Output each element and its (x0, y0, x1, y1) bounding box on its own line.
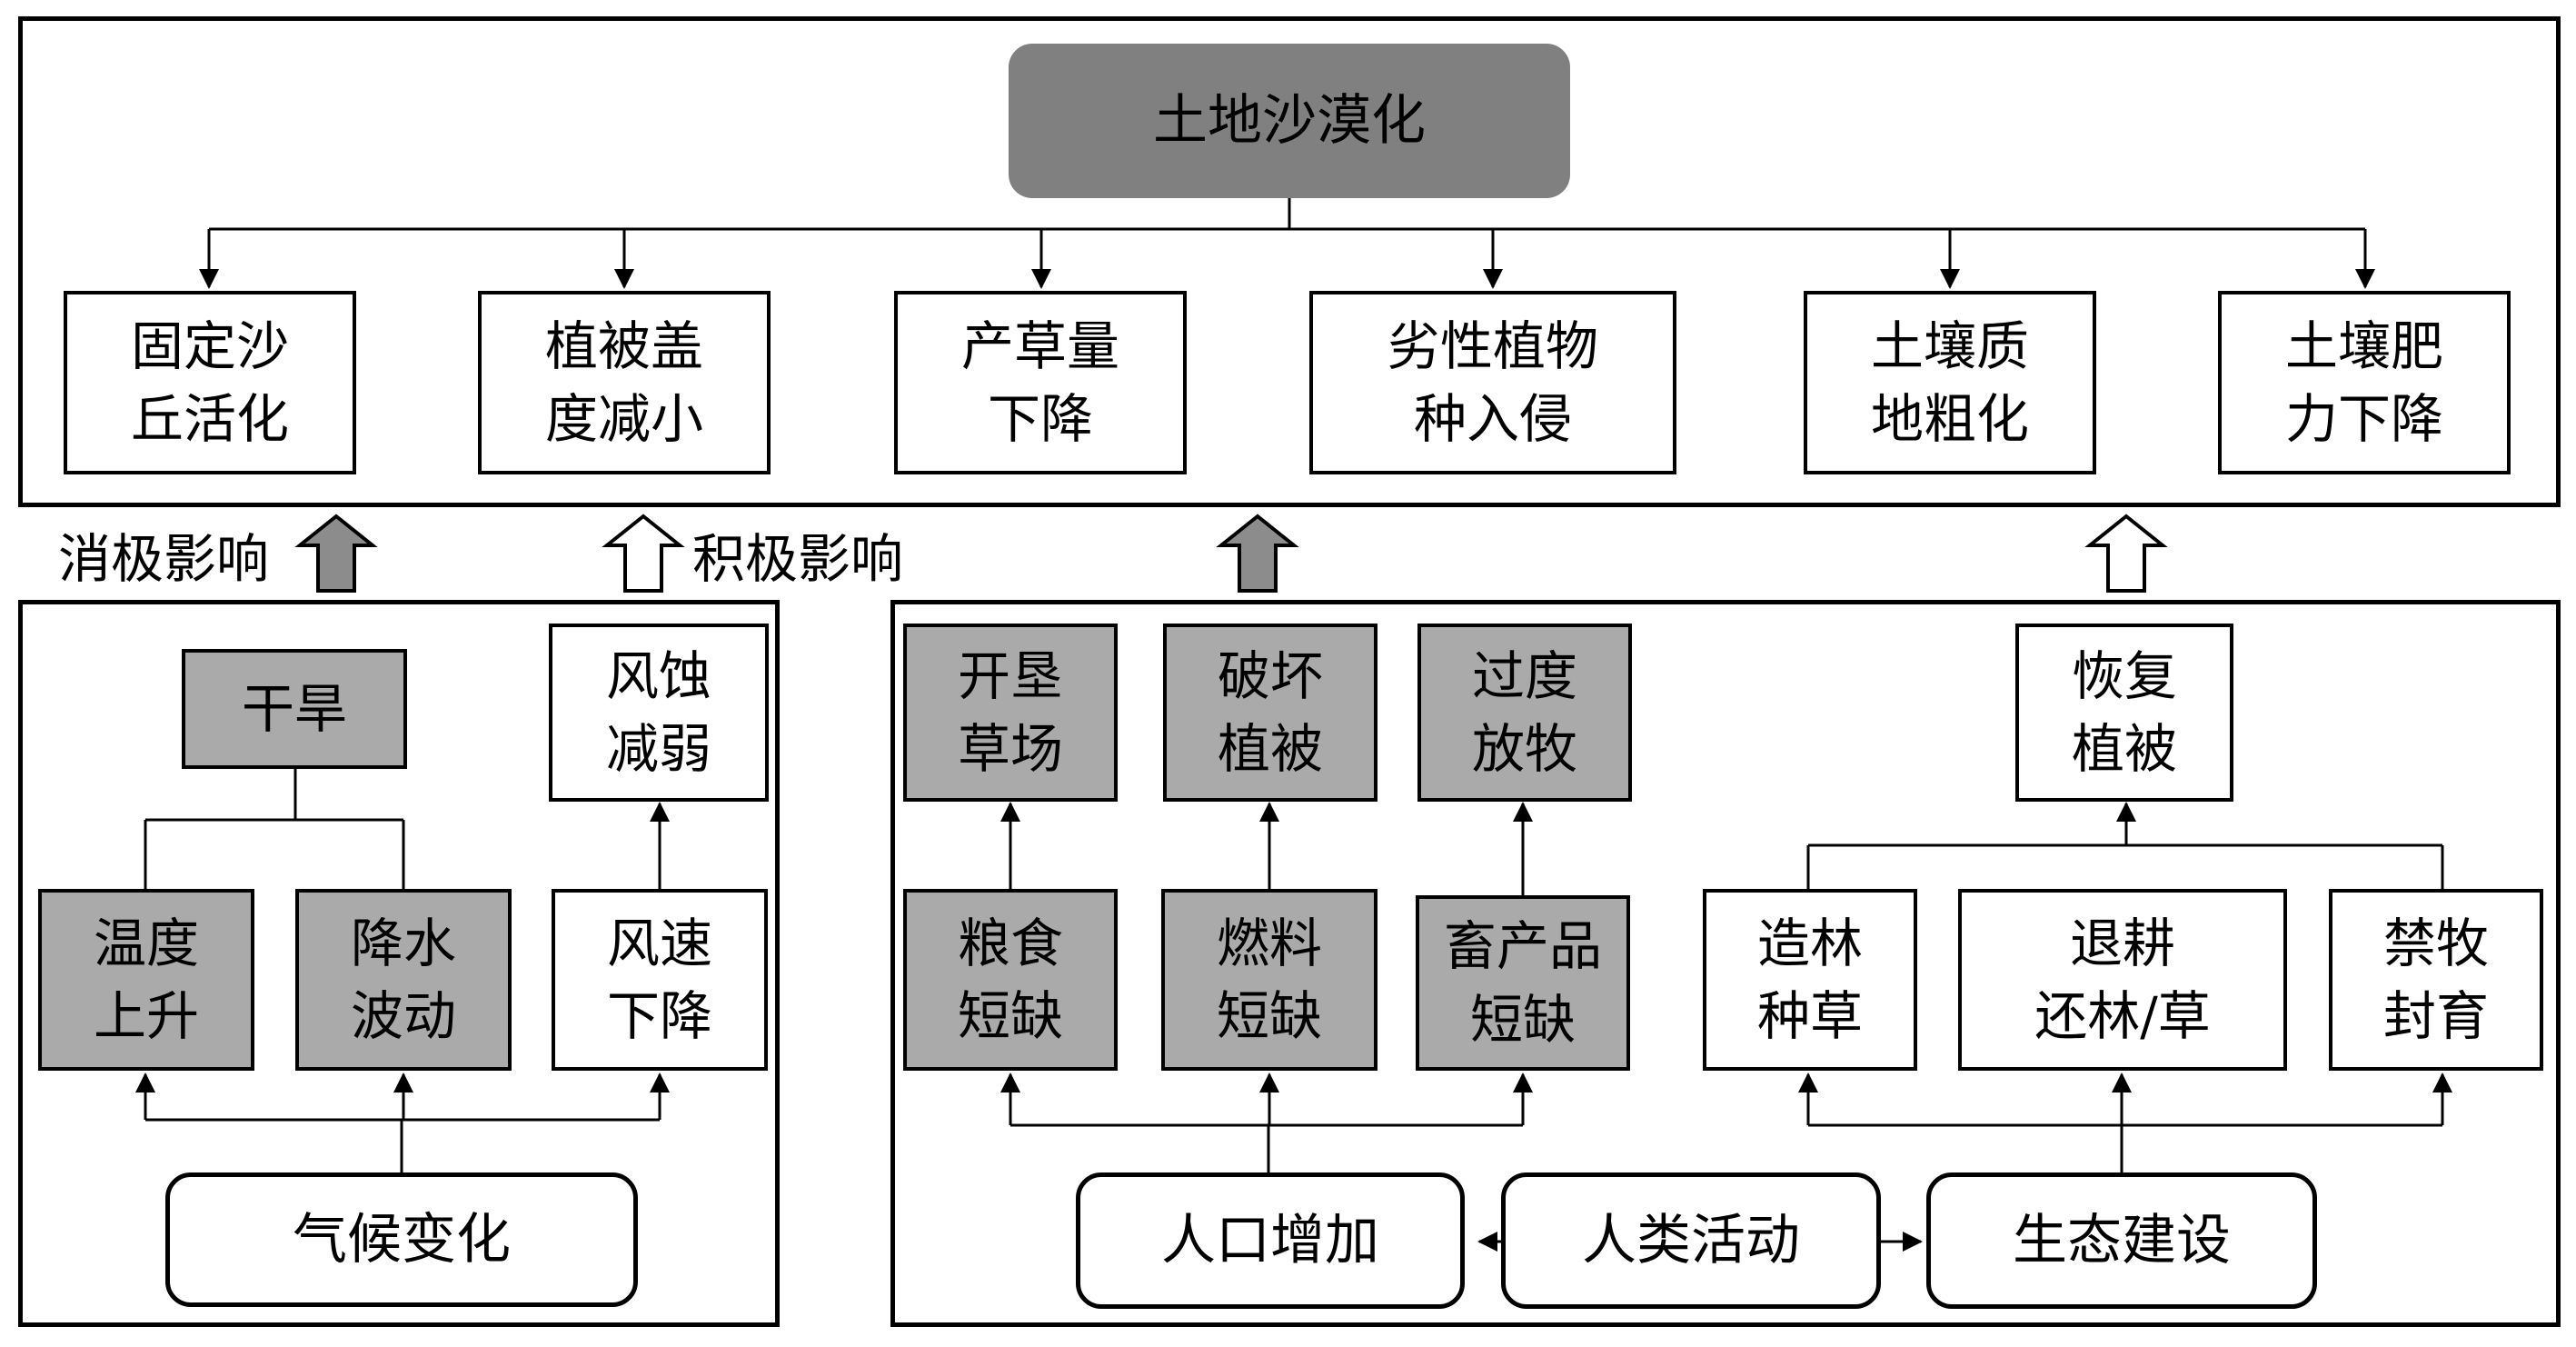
wind-erosion-box: 风蚀 减弱 (549, 624, 769, 802)
impact-soil-fertility: 土壤肥 力下降 (2218, 291, 2511, 474)
negative-arrow-icon (294, 514, 378, 593)
negative-arrow-icon (1216, 514, 1299, 593)
farmland-return-box: 退耕 还林/草 (1958, 889, 2287, 1071)
climate-lines (135, 769, 670, 1172)
wind-speed-box: 风速 下降 (552, 889, 768, 1071)
overgrazing-box: 过度 放牧 (1417, 624, 1632, 802)
top-panel (18, 16, 2561, 507)
grazing-ban-box: 禁牧 封育 (2329, 889, 2543, 1071)
impact-dune-activation: 固定沙 丘活化 (64, 291, 356, 474)
top-tree-lines (199, 198, 2375, 289)
population-box: 人口增加 (1076, 1172, 1465, 1309)
impact-invasive-plants: 劣性植物 种入侵 (1309, 291, 1676, 474)
grain-shortage-box: 粮食 短缺 (903, 889, 1118, 1071)
desertification-title: 土地沙漠化 (1009, 44, 1570, 198)
precipitation-box: 降水 波动 (295, 889, 512, 1071)
human-lines (1000, 802, 2452, 1252)
fuel-shortage-box: 燃料 短缺 (1161, 889, 1378, 1071)
impact-grass-yield: 产草量 下降 (894, 291, 1187, 474)
ecological-construction-box: 生态建设 (1926, 1172, 2317, 1309)
restore-vegetation-box: 恢复 植被 (2015, 624, 2233, 802)
human-panel (890, 600, 2561, 1327)
destroy-vegetation-box: 破坏 植被 (1163, 624, 1378, 802)
reclaim-grassland-box: 开垦 草场 (903, 624, 1118, 802)
legend-positive: 积极影响 (692, 528, 904, 590)
impact-soil-texture: 土壤质 地粗化 (1804, 291, 2096, 474)
climate-change-box: 气候变化 (165, 1172, 638, 1307)
human-activity-box: 人类活动 (1501, 1172, 1881, 1309)
temperature-box: 温度 上升 (38, 889, 254, 1071)
influence-arrows (294, 514, 2168, 593)
livestock-shortage-box: 畜产品 短缺 (1416, 895, 1630, 1071)
positive-arrow-icon (602, 514, 685, 593)
impact-vegetation-cover: 植被盖 度减小 (478, 291, 771, 474)
drought-box: 干旱 (182, 649, 407, 769)
afforestation-box: 造林 种草 (1703, 889, 1917, 1071)
legend-negative: 消极影响 (58, 528, 270, 590)
positive-arrow-icon (2084, 514, 2168, 593)
climate-panel (18, 600, 780, 1327)
